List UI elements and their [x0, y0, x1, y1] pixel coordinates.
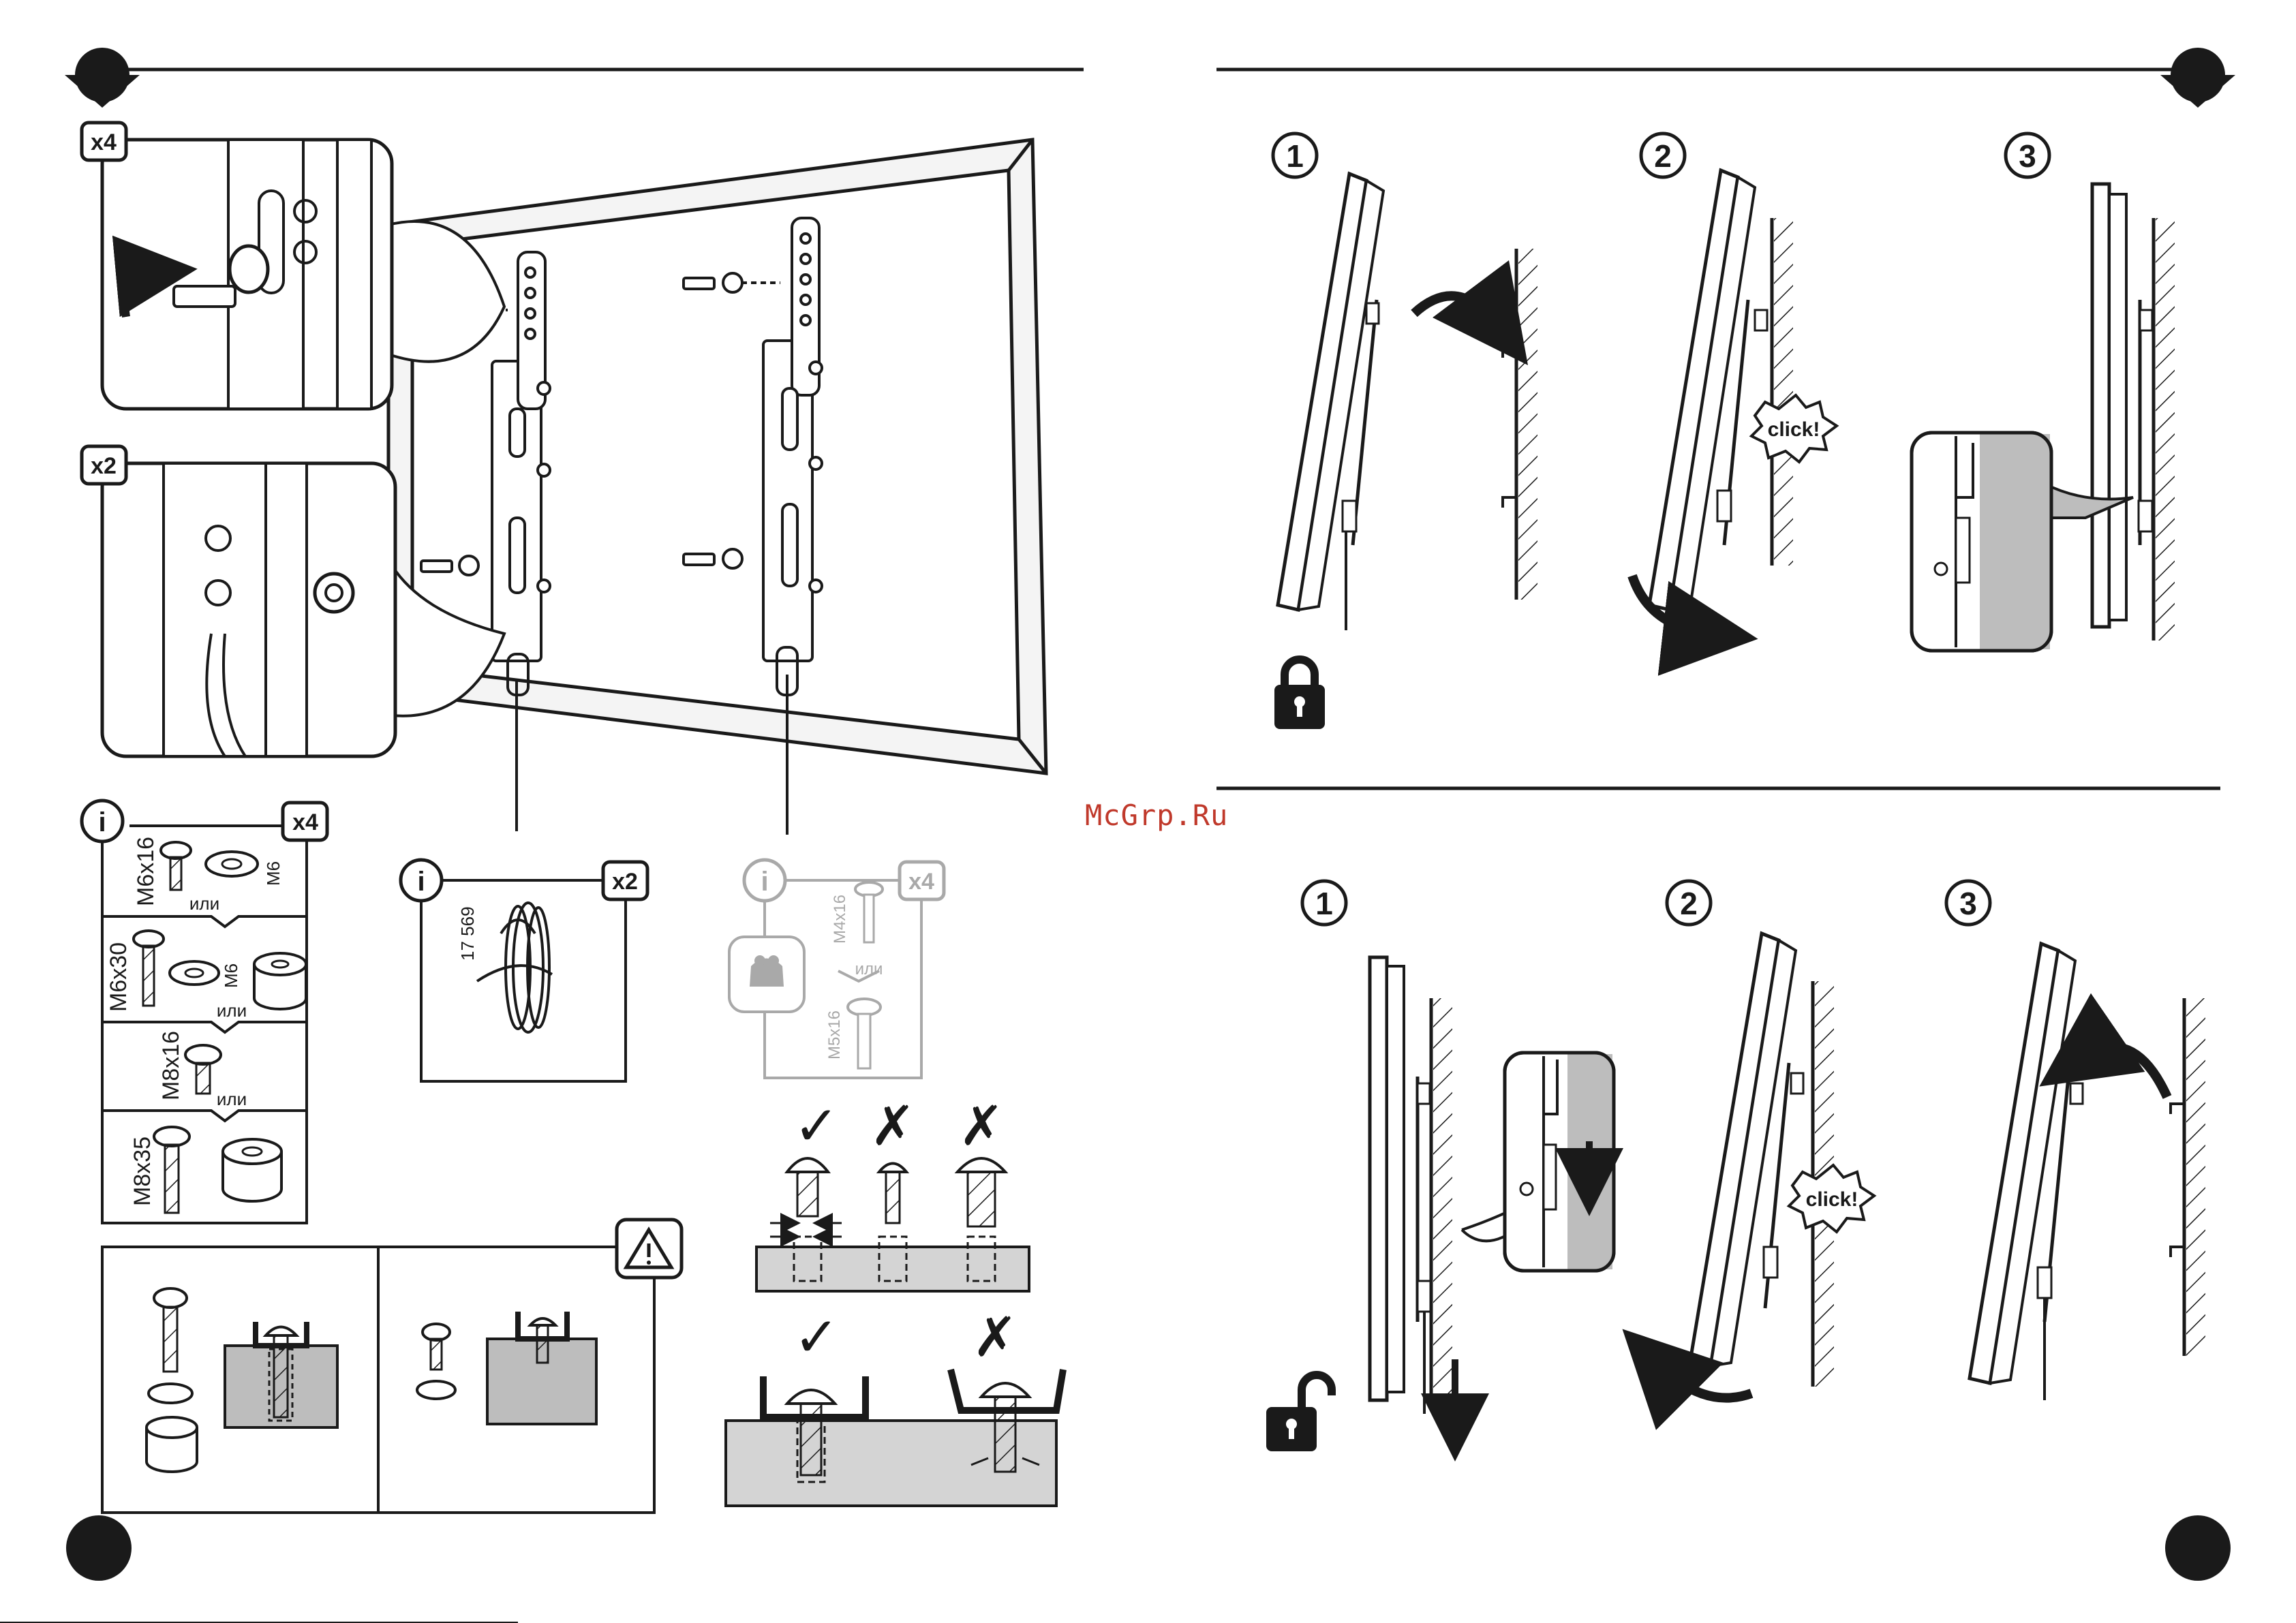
svg-text:x4: x4 [292, 809, 318, 835]
click-label: click! [1806, 1188, 1858, 1211]
padlock-closed-icon [1274, 660, 1325, 729]
click-burst: click! [1751, 395, 1837, 462]
watermark: McGrp.Ru [1085, 799, 1228, 832]
svg-text:1: 1 [1315, 886, 1333, 921]
unlock-sequence: 1 2 3 [1266, 881, 2205, 1451]
svg-text:i: i [417, 867, 425, 897]
screw-label-m5x16: M5x16 [825, 1010, 844, 1060]
info-badge: i [401, 860, 442, 901]
screw-label-m8x16: M8x16 [158, 1031, 184, 1100]
wall-section [1772, 218, 1793, 566]
tv-side-view-flat [1370, 957, 1431, 1414]
washer-label: M6 [263, 861, 284, 886]
count-badge-x4: x4 [283, 803, 327, 840]
click-label: click! [1768, 418, 1820, 441]
tv-side-view-tilted [1278, 174, 1383, 630]
step-number-1: 1 [1273, 134, 1317, 177]
click-burst: click! [1789, 1165, 1874, 1232]
step-number-2: 2 [1667, 881, 1711, 925]
wall-section [1503, 249, 1537, 600]
wall-section [2171, 998, 2205, 1356]
svg-text:2: 2 [1680, 886, 1698, 921]
step-number-3: 3 [2006, 134, 2049, 177]
tv-back-frame [388, 140, 1046, 773]
cross-mark-icon: ✗ [958, 1096, 1004, 1156]
badge-text: x4 [91, 129, 117, 155]
screw-label-m4x16: M4x16 [831, 895, 849, 944]
count-badge-x4: x4 [900, 862, 944, 899]
spacer-warning-panel [102, 1220, 682, 1513]
warning-triangle-icon [617, 1220, 682, 1278]
wallet-icon [729, 937, 804, 1012]
count-badge-x4-top: x4 [82, 123, 126, 160]
tv-side-view-tilted [1649, 170, 1767, 610]
svg-text:1: 1 [1286, 138, 1304, 174]
step-number-1: 1 [1302, 881, 1346, 925]
part-number: 17 569 [457, 906, 478, 961]
padlock-open-icon [1266, 1375, 1332, 1451]
count-badge-x2: x2 [603, 862, 647, 899]
screw-label-m6x30: M6x30 [106, 942, 132, 1012]
screws-table: i x4 M6x16 M6 или M6x30 M6 [82, 801, 327, 1223]
spacer-icon [223, 1139, 281, 1201]
or-label: или [189, 893, 219, 914]
cross-mark-icon: ✗ [870, 1096, 915, 1156]
check-mark-icon: ✓ [793, 1307, 839, 1367]
wall-section [2154, 218, 2175, 640]
svg-text:3: 3 [1959, 886, 1977, 921]
svg-text:i: i [98, 807, 106, 837]
spacer-icon [254, 953, 306, 1009]
or-label: или [217, 1000, 247, 1021]
cord-box: i x2 17 569 [401, 860, 647, 1081]
svg-text:x2: x2 [612, 869, 638, 895]
screw-depth-guide: ✓ ✗ [726, 1307, 1063, 1506]
tv-side-view-tilted [1970, 944, 2083, 1400]
curved-arrow-icon [1656, 1363, 1751, 1398]
step-number-2: 2 [1641, 134, 1685, 177]
count-badge-x2: x2 [82, 446, 126, 484]
screw-length-guide: ✓ ✗ ✗ [756, 1096, 1029, 1291]
svg-text:2: 2 [1654, 138, 1672, 174]
tv-side-view-flat [2092, 184, 2152, 627]
alt-screws-box: i x4 M4x16 или M5x16 [729, 860, 944, 1078]
info-badge: i [744, 860, 785, 901]
cross-mark-icon: ✗ [972, 1307, 1017, 1367]
wall-section [1431, 998, 1452, 1404]
tv-side-view-tilted [1690, 933, 1803, 1366]
curved-arrow-icon [2079, 1047, 2167, 1097]
lock-sequence: 1 2 3 [1273, 134, 2175, 729]
or-label: или [855, 960, 883, 978]
washer-m6-icon [170, 961, 219, 985]
check-mark-icon: ✓ [793, 1096, 839, 1156]
badge-text: x2 [91, 453, 117, 479]
unlock-detail-callout [1462, 1053, 1614, 1271]
curved-arrow-icon [1414, 296, 1499, 327]
step-number-3: 3 [1946, 881, 1990, 925]
info-badge: i [82, 801, 123, 841]
or-label: или [217, 1089, 247, 1109]
screw-label-m8x35: M8x35 [129, 1137, 155, 1206]
svg-text:x4: x4 [908, 869, 934, 895]
washer-label: M6 [221, 963, 241, 988]
screw-label-m6x16: M6x16 [133, 837, 159, 906]
washer-m6-icon [206, 852, 258, 876]
svg-text:3: 3 [2019, 138, 2036, 174]
svg-text:i: i [761, 867, 768, 897]
